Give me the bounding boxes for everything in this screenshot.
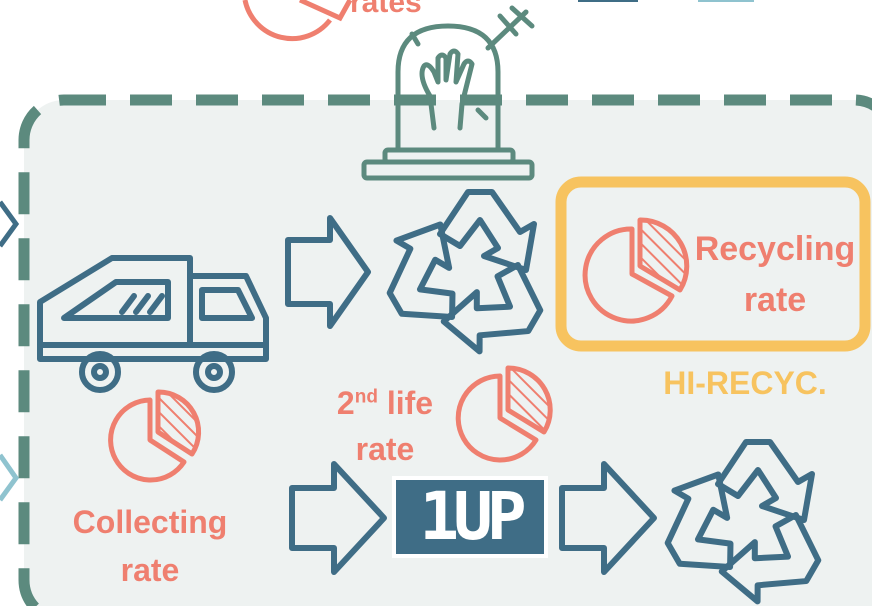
right-arrow-icon-lower-left [289, 461, 387, 575]
pie-chart-icon-collecting [108, 389, 202, 483]
gravestone-zombie-hand-icon [361, 5, 535, 181]
one-up-badge: 1UP [392, 476, 548, 558]
right-arrow-icon-upper [285, 215, 371, 329]
recycle-icon-upper [386, 189, 544, 355]
top-legend-swatch-blue [578, 0, 638, 2]
second-life-suffix: nd [354, 386, 378, 408]
top-rates-label: rates [350, 0, 422, 19]
left-arrow-icon-top [0, 200, 20, 248]
hi-recyc-label: HI-RECYC. [663, 365, 827, 401]
garbage-truck-icon [37, 255, 269, 393]
right-arrow-icon-lower-right [559, 461, 657, 575]
left-arrow-icon-bottom [0, 453, 20, 502]
top-legend-swatch-light [698, 0, 754, 2]
recycle-icon-lower [664, 439, 822, 605]
second-life-number: 2 [336, 385, 355, 421]
second-life-text: life rate [355, 385, 434, 468]
pie-chart-icon-recycling [582, 217, 690, 324]
top-pie-chart-icon [242, 0, 353, 42]
second-life-rate-label: 2nd life rate [320, 380, 450, 473]
recycling-rate-label: Recycling rate [694, 230, 856, 319]
hi-recyc-box [555, 176, 871, 352]
collecting-rate-label: Collecting rate [72, 504, 228, 588]
pie-chart-icon-second-life [455, 365, 553, 463]
